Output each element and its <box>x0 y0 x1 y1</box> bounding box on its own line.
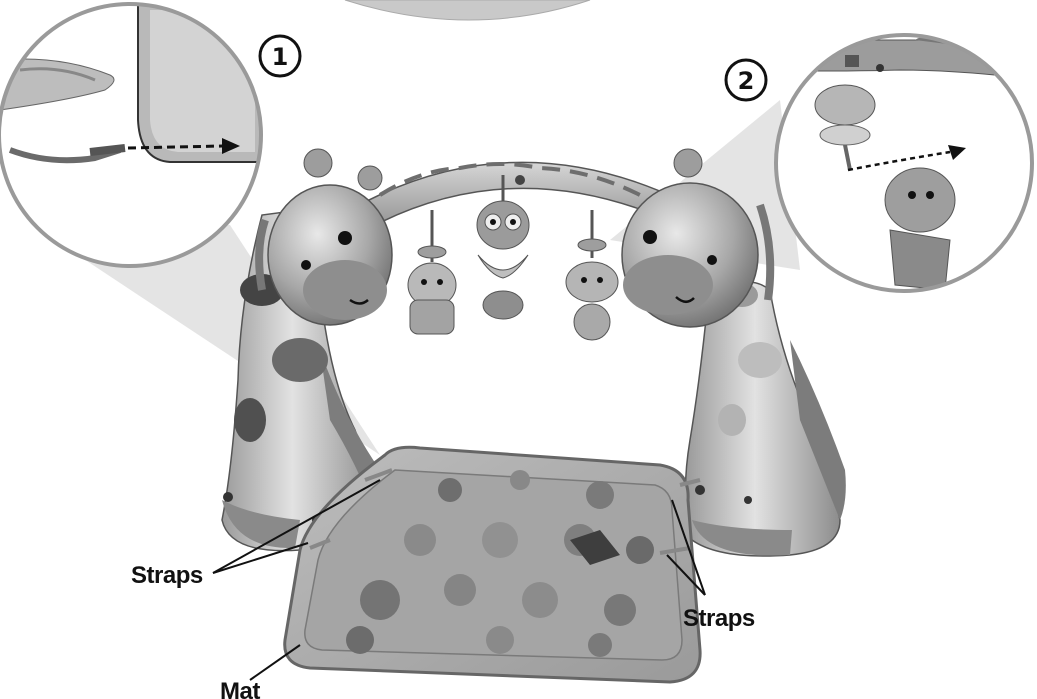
hanging-toy-fox <box>408 210 456 334</box>
zoom-detail-right <box>770 30 1037 300</box>
step-number-1: 1 <box>272 43 289 71</box>
step-badge-1: 1 <box>260 36 300 76</box>
hanging-toy-owl <box>477 175 529 319</box>
hanging-toy-raccoon <box>566 210 618 340</box>
top-fragment <box>345 0 590 20</box>
step-badge-2: 2 <box>726 60 766 100</box>
straps-label-right: Straps <box>683 605 755 632</box>
mat-label: Mat <box>220 678 260 699</box>
straps-label-left: Straps <box>131 562 203 589</box>
step-number-2: 2 <box>738 67 755 95</box>
